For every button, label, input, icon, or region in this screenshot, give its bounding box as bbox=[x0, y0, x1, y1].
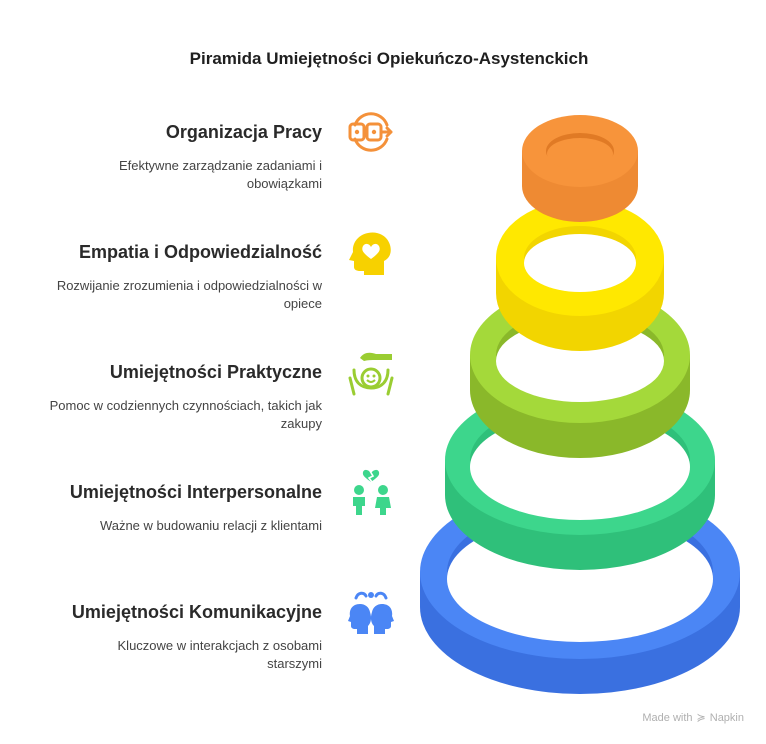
helping-hand-icon bbox=[346, 348, 396, 398]
people-relation-icon bbox=[346, 468, 396, 518]
item-title: Umiejętności Komunikacyjne bbox=[71, 602, 322, 622]
item-desc: Efektywne zarządzanie zadaniami i obowią… bbox=[118, 158, 322, 191]
footer-made-with: Made with bbox=[642, 711, 693, 724]
item-desc: Ważne w budowaniu relacji z klientami bbox=[99, 518, 322, 533]
item-organization: Organizacja Pracy Efektywne zarządzanie … bbox=[82, 122, 322, 193]
item-title: Umiejętności Praktyczne bbox=[109, 362, 322, 382]
item-communication: Umiejętności Komunikacyjne Kluczowe w in… bbox=[62, 602, 322, 673]
napkin-logo-icon: ≽ bbox=[696, 712, 706, 724]
footer-attribution: Made with ≽ Napkin bbox=[642, 711, 744, 725]
heart-head-icon bbox=[346, 228, 396, 278]
item-title: Umiejętności Interpersonalne bbox=[69, 482, 322, 502]
item-interpersonal: Umiejętności Interpersonalne Ważne w bud… bbox=[22, 482, 322, 535]
item-practical: Umiejętności Praktyczne Pomoc w codzienn… bbox=[22, 362, 322, 433]
item-desc: Rozwijanie zrozumienia i odpowiedzialnoś… bbox=[56, 278, 322, 311]
item-desc: Pomoc w codziennych czynnościach, takich… bbox=[49, 398, 322, 431]
page-title: Piramida Umiejętności Opiekuńczo-Asysten… bbox=[189, 49, 589, 68]
communication-heads-icon bbox=[346, 588, 396, 638]
item-empathy: Empatia i Odpowiedzialność Rozwijanie zr… bbox=[22, 242, 322, 313]
ring-empathy bbox=[496, 200, 664, 351]
workflow-icon bbox=[346, 107, 396, 157]
footer-brand: Napkin bbox=[709, 711, 744, 724]
item-title: Organizacja Pracy bbox=[165, 122, 322, 142]
item-desc: Kluczowe w interakcjach z osobami starsz… bbox=[117, 638, 322, 671]
ring-organization bbox=[522, 115, 638, 222]
item-title: Empatia i Odpowiedzialność bbox=[78, 242, 322, 262]
